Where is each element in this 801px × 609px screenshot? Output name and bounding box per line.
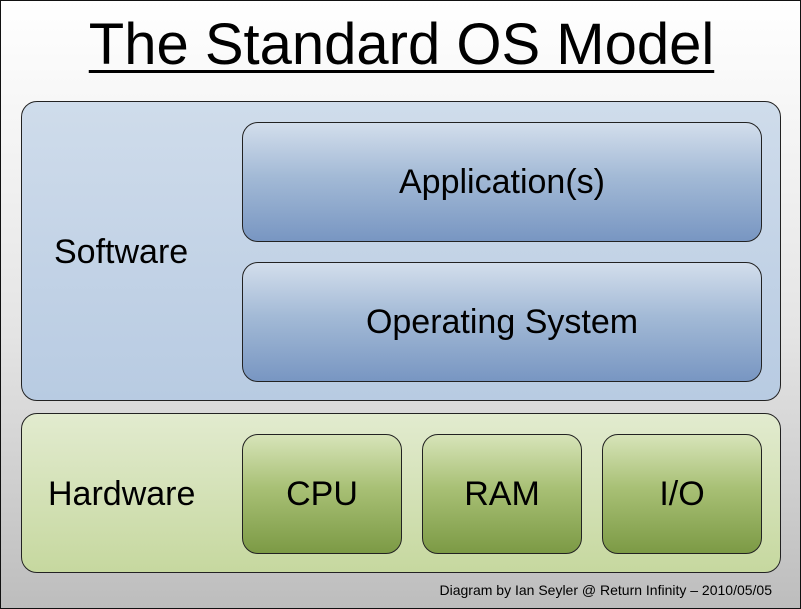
io-component: I/O <box>602 434 762 554</box>
software-group: Software Application(s) Operating System <box>21 101 781 401</box>
cpu-component: CPU <box>242 434 402 554</box>
diagram-credit: Diagram by Ian Seyler @ Return Infinity … <box>439 582 773 598</box>
hardware-label: Hardware <box>48 475 196 513</box>
operating-system-layer: Operating System <box>242 262 762 382</box>
diagram-title: The Standard OS Model <box>88 12 715 77</box>
application-layer: Application(s) <box>242 122 762 242</box>
ram-component: RAM <box>422 434 582 554</box>
software-label: Software <box>54 233 189 271</box>
hardware-group: Hardware CPU RAM I/O <box>21 413 781 573</box>
